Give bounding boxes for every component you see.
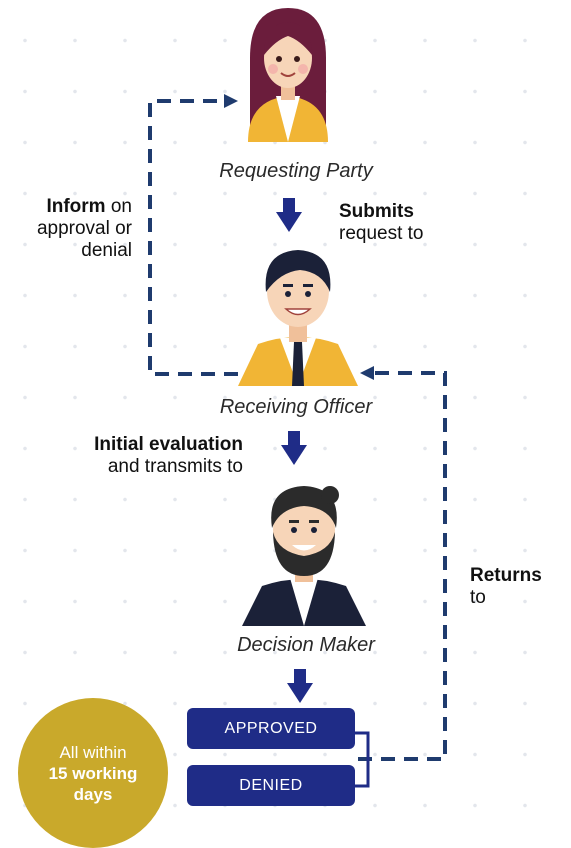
- initial-evaluation-step-label: Initial evaluation and transmits to: [20, 434, 243, 478]
- returns-bold: Returns: [470, 565, 542, 586]
- decision-maker-avatar: [242, 486, 366, 626]
- decision-maker-label: Decision Maker: [237, 634, 375, 656]
- returns-arrowhead: [360, 366, 374, 380]
- outcome-bracket: [355, 731, 370, 788]
- initial-bold: Initial evaluation: [94, 434, 243, 455]
- down-arrow-1: [276, 198, 302, 232]
- approved-box: APPROVED: [187, 708, 355, 749]
- submits-bold: Submits: [339, 201, 414, 222]
- inform-line3: denial: [81, 240, 132, 261]
- returns-step-label: Returns to: [470, 565, 542, 609]
- inform-arrowhead: [224, 94, 238, 108]
- badge-line1: All within: [59, 742, 127, 762]
- badge-line3: days: [73, 784, 113, 804]
- submits-step-label: Submits request to: [339, 201, 424, 245]
- receiving-officer-avatar: [238, 250, 358, 386]
- receiving-officer-label: Receiving Officer: [219, 396, 373, 418]
- inform-rest: on: [110, 196, 132, 217]
- inform-bold: Inform: [46, 196, 106, 217]
- initial-rest: and transmits to: [107, 456, 243, 477]
- inform-connector: [148, 99, 238, 376]
- denied-box: DENIED: [187, 765, 355, 806]
- inform-line2: approval or: [36, 218, 132, 239]
- requesting-party-label: Requesting Party: [219, 160, 373, 182]
- inform-step-label: Inform on approval or denial: [8, 196, 132, 262]
- requesting-party-avatar: [248, 8, 328, 142]
- submits-rest: request to: [339, 223, 424, 244]
- returns-rest: to: [470, 587, 486, 608]
- timeline-badge: All within 15 working days: [18, 698, 168, 848]
- down-arrow-3: [287, 669, 313, 703]
- returns-connector: [358, 371, 447, 761]
- down-arrow-2: [281, 431, 307, 465]
- badge-line2: 15 working: [48, 763, 138, 783]
